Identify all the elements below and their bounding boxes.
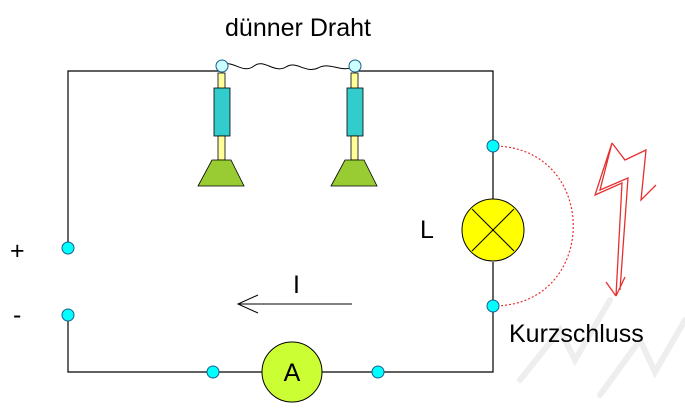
terminal-ammeter-right	[371, 365, 385, 379]
current-arrow	[236, 294, 352, 314]
minus-label: -	[13, 301, 21, 329]
terminal-ammeter-left	[206, 365, 220, 379]
lamp-cross-icon	[471, 208, 515, 252]
wire-left-top	[67, 70, 222, 248]
wire-left-bottom	[67, 315, 213, 373]
circuit-wires	[67, 70, 494, 373]
terminal-plus	[61, 241, 75, 255]
terminal-lamp-top	[486, 139, 500, 153]
ammeter-label: A	[284, 359, 301, 387]
plus-label: +	[10, 237, 25, 265]
wire-holder-right	[330, 59, 378, 187]
terminal-lamp-bottom	[486, 299, 500, 313]
terminals	[61, 139, 500, 379]
ammeter	[261, 341, 323, 403]
wire-holder-left	[197, 59, 245, 187]
wire-right-top	[355, 70, 494, 146]
lamp-label: L	[420, 216, 434, 244]
thin-wire	[221, 63, 356, 70]
thin-wire-label: dünner Draht	[225, 14, 371, 42]
wire-right-bottom	[378, 306, 494, 373]
terminal-minus	[61, 308, 75, 322]
current-label: I	[293, 271, 300, 299]
watermark	[517, 297, 685, 398]
lamp	[461, 198, 525, 262]
lightning-bolt-icon	[593, 142, 657, 297]
short-circuit-label: Kurzschluss	[509, 320, 644, 348]
